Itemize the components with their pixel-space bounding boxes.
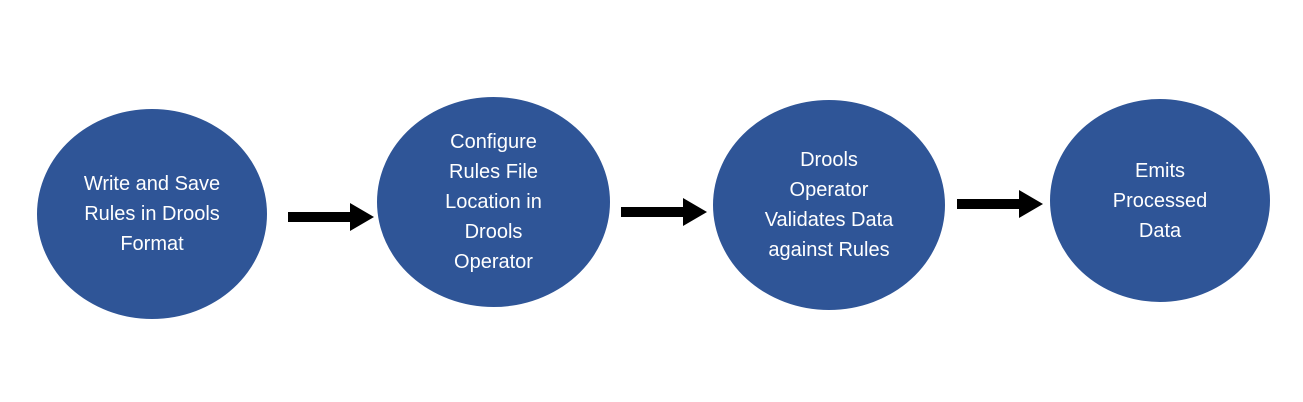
arrow-right-icon <box>957 190 1043 218</box>
arrow-right-icon <box>288 203 374 231</box>
node-configure-rules-file: Configure Rules File Location in Drools … <box>376 96 611 308</box>
node-write-save-rules: Write and Save Rules in Drools Format <box>36 108 268 320</box>
arrow-shaft <box>288 212 352 222</box>
node-label: Configure Rules File Location in Drools … <box>445 131 542 273</box>
node-emits-processed-data: Emits Processed Data <box>1049 98 1271 303</box>
node-label: Drools Operator Validates Data against R… <box>764 149 894 261</box>
node-label: Emits Processed Data <box>1112 159 1208 242</box>
arrow-shaft <box>957 199 1021 209</box>
arrow-shaft <box>621 207 685 217</box>
arrow-right-icon <box>621 198 707 226</box>
node-label: Write and Save Rules in Drools Format <box>83 173 221 255</box>
arrow-head <box>1019 190 1043 218</box>
node-validates-data: Drools Operator Validates Data against R… <box>712 99 946 311</box>
arrow-head <box>350 203 374 231</box>
arrow-head <box>683 198 707 226</box>
